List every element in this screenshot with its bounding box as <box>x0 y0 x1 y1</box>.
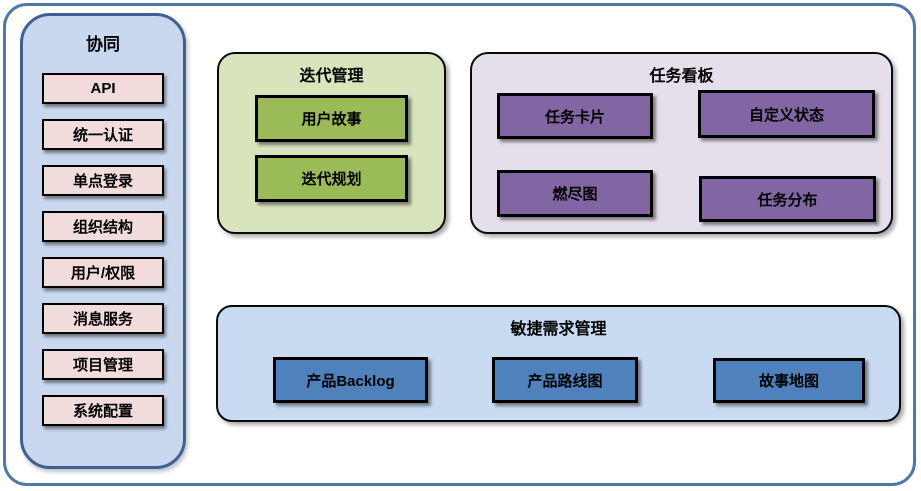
feature-task-cards: 任务卡片 <box>497 93 653 139</box>
iteration-management-panel: 迭代管理 用户故事 迭代规划 <box>217 52 446 234</box>
feature-product-roadmap: 产品路线图 <box>492 357 638 403</box>
sidebar-item-project-management: 项目管理 <box>42 349 164 380</box>
collaboration-sidebar: 协同 API 统一认证 单点登录 组织结构 用户/权限 消息服务 项目管理 系统… <box>20 13 186 469</box>
sidebar-title: 协同 <box>86 35 120 54</box>
sidebar-item-list: API 统一认证 单点登录 组织结构 用户/权限 消息服务 项目管理 系统配置 <box>23 73 183 426</box>
iteration-item-list: 用户故事 迭代规划 <box>219 95 444 202</box>
feature-user-stories: 用户故事 <box>255 95 408 142</box>
iteration-panel-title: 迭代管理 <box>299 68 364 85</box>
feature-story-map: 故事地图 <box>713 358 865 403</box>
feature-product-backlog: 产品Backlog <box>273 357 428 403</box>
feature-task-distribution: 任务分布 <box>699 176 876 222</box>
sidebar-item-sso: 单点登录 <box>42 165 164 196</box>
task-board-panel: 任务看板 任务卡片 自定义状态 燃尽图 任务分布 <box>470 52 893 234</box>
requirements-panel-title: 敏捷需求管理 <box>510 321 607 338</box>
taskboard-panel-title: 任务看板 <box>649 68 714 85</box>
sidebar-item-message-service: 消息服务 <box>42 303 164 334</box>
agile-requirements-panel: 敏捷需求管理 产品Backlog 产品路线图 故事地图 <box>216 305 901 422</box>
sidebar-item-system-config: 系统配置 <box>42 395 164 426</box>
sidebar-item-org-structure: 组织结构 <box>42 211 164 242</box>
feature-iteration-planning: 迭代规划 <box>255 155 408 202</box>
feature-burndown-chart: 燃尽图 <box>497 170 653 217</box>
feature-custom-status: 自定义状态 <box>698 90 875 138</box>
sidebar-item-unified-auth: 统一认证 <box>42 119 164 150</box>
outer-frame: 协同 API 统一认证 单点登录 组织结构 用户/权限 消息服务 项目管理 系统… <box>3 3 916 486</box>
sidebar-item-api: API <box>42 73 164 104</box>
sidebar-item-user-permissions: 用户/权限 <box>42 257 164 288</box>
